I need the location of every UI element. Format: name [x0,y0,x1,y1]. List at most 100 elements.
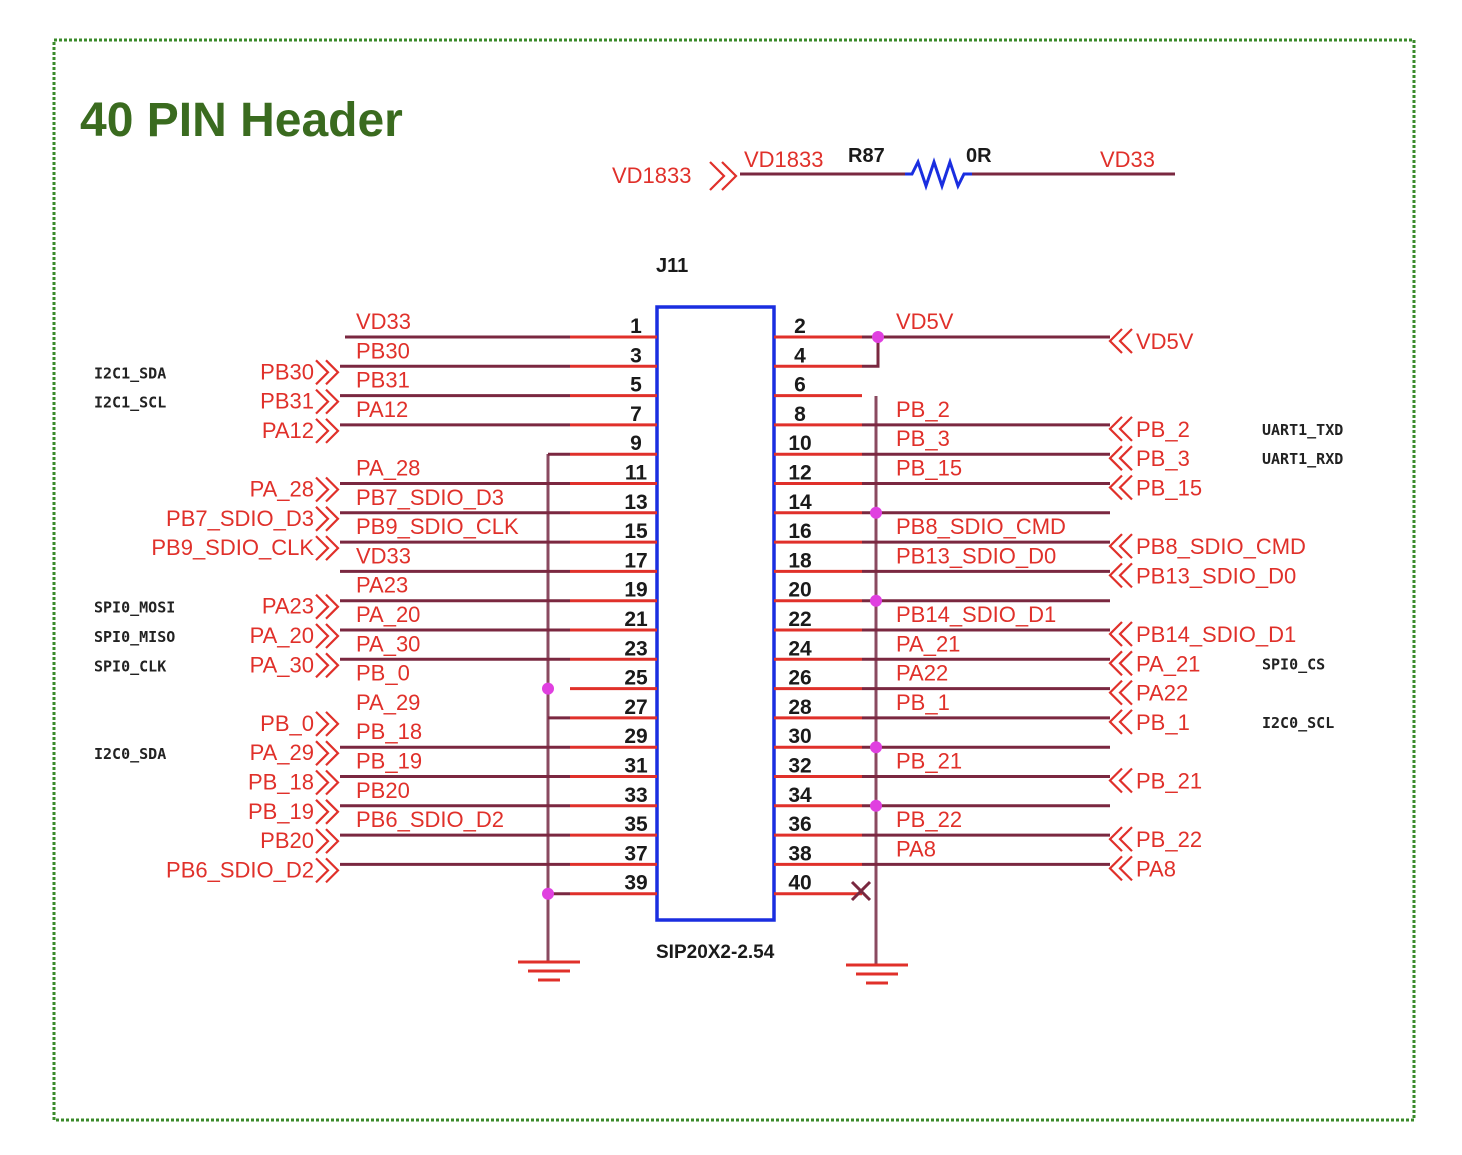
left-port-symbol [315,652,340,679]
junction-dot [542,887,554,900]
left-port-label: PA23 [262,594,314,619]
pin-number-4: 4 [794,344,806,367]
pin-number-1: 1 [630,315,642,338]
function-annotations: I2C1_SDAI2C1_SCLSPI0_MOSISPI0_MISOSPI0_C… [94,364,1343,763]
pin-number-20: 20 [788,579,811,602]
pin-number-17: 17 [624,549,647,572]
right-port-symbol [1108,416,1133,442]
pin-number-37: 37 [624,842,647,865]
left-port-label: PB31 [260,389,314,414]
left-port-label: PA_28 [250,477,314,502]
pin-number-10: 10 [788,432,811,455]
power-port-label: VD1833 [612,163,692,188]
left-wire-label: PB9_SDIO_CLK [356,514,519,539]
left-wire-label: VD33 [356,543,411,568]
pin-number-9: 9 [630,432,642,455]
right-wire-label: PB_2 [896,397,950,422]
left-annotation: I2C1_SDA [94,364,166,382]
left-port-symbol [315,799,340,825]
right-port-symbol [1108,650,1133,677]
junction-dot [870,741,882,754]
pin-number-29: 29 [624,725,647,748]
right-port-symbol [1108,621,1133,647]
right-port-label: PB_22 [1136,827,1202,852]
left-port-label: PB_19 [248,799,314,824]
left-port-label: PB_18 [248,770,314,795]
pin-number-15: 15 [624,520,648,543]
left-wire-label: PA_29 [356,690,420,715]
right-wire-label: VD5V [896,309,954,334]
right-port-symbol [1108,328,1133,354]
right-annotation: I2C0_SCL [1262,714,1334,732]
pin-number-33: 33 [624,784,647,807]
right-wire-label: PA_21 [896,631,960,656]
resistor-symbol [905,157,972,191]
pin-number-11: 11 [625,462,648,485]
right-port-symbol [1108,709,1133,735]
junction-dot [870,594,882,607]
right-wire-label: PB_15 [896,456,962,481]
left-wire-label: PA_28 [356,456,420,481]
pin-number-16: 16 [788,520,811,543]
left-port-label: PB_0 [260,711,314,736]
left-port-symbol [315,593,340,620]
right-wire-label: PB_3 [896,426,950,451]
junction-dot [870,506,882,519]
power-port-symbol [709,161,738,191]
pin-lines [570,335,862,896]
left-wire-label: PA_30 [356,631,420,656]
right-ground-symbol [846,963,908,985]
pin-number-39: 39 [624,872,647,895]
power-out-label: VD33 [1100,147,1155,172]
sheet-title: 40 PIN Header [80,94,403,147]
left-wire-label: PA_20 [356,602,420,627]
junction-dot [872,331,884,343]
pin-number-27: 27 [624,696,647,719]
connector-body [655,305,776,922]
left-port-symbol [315,740,340,766]
left-wire-label: PB_19 [356,749,422,774]
right-port-label: PA8 [1136,856,1176,881]
right-port-symbol [1108,445,1133,471]
right-wire-label: PB_22 [896,807,962,832]
right-port-label: PB_3 [1136,446,1190,471]
left-port-label: PA_30 [250,652,314,677]
left-wire-label: PB_0 [356,661,410,686]
right-port-label: PB8_SDIO_CMD [1136,534,1306,559]
pin-number-26: 26 [788,667,811,690]
right-port-label: PB13_SDIO_D0 [1136,563,1296,588]
junction-dot [542,682,554,695]
right-port-symbol [1108,474,1133,501]
left-port-symbol [315,769,340,796]
right-port-symbol [1108,826,1133,852]
junction-dot [870,799,882,812]
left-wire-label: PB_18 [356,719,422,744]
left-ground-symbol [518,960,580,982]
left-annotation: SPI0_CLK [94,657,166,675]
pin-number-21: 21 [624,608,648,631]
left-port-symbol [315,828,340,854]
left-port-symbol [315,623,340,649]
left-wire-label: PB7_SDIO_D3 [356,485,504,510]
right-wire-label: PB8_SDIO_CMD [896,514,1066,539]
vd5v-tie-wire [862,335,880,368]
right-wire-label: PA22 [896,661,948,686]
right-port-symbol [1108,855,1133,882]
left-port-symbol [315,857,340,884]
right-port-label: VD5V [1136,329,1194,354]
power-net-label: VD1833 [744,147,824,172]
pin-number-5: 5 [630,374,642,397]
right-wire-label: PB_1 [896,690,950,715]
left-annotation: SPI0_MOSI [94,599,175,617]
left-port-label: PA_29 [250,740,314,765]
pin-number-24: 24 [788,637,812,660]
pin-number-2: 2 [794,315,806,338]
pin-number-6: 6 [794,374,806,397]
right-port-symbol [1108,533,1133,559]
connector-ref: J11 [656,255,688,277]
power-section: VD1833 VD1833 R87 0R VD33 [612,145,1175,191]
left-port-symbol [315,359,340,386]
